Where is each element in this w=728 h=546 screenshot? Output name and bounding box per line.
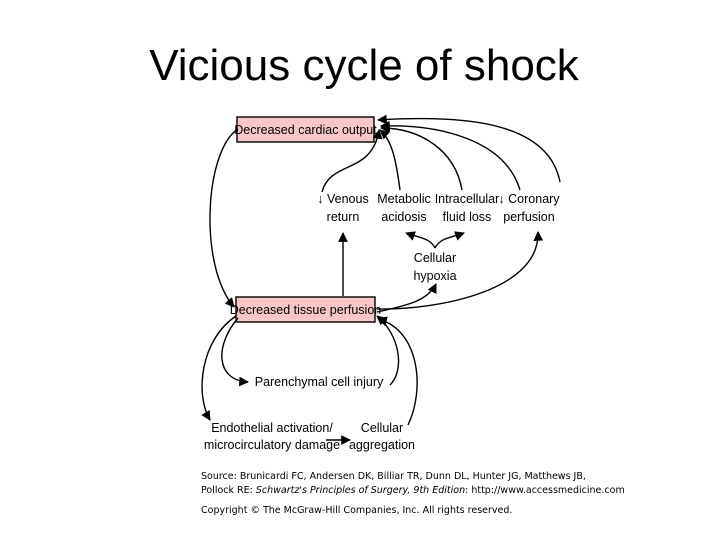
node-label-line2: hypoxia (413, 269, 456, 283)
node-label-line2: return (327, 210, 360, 224)
node-parenchymal-cell-injury: Parenchymal cell injury (255, 375, 384, 389)
arrow-acidosis-to-cardiac (379, 129, 401, 191)
source-book-title: Schwartz's Principles of Surgery, 9th Ed… (255, 485, 466, 496)
node-metabolic-acidosis: Metabolic acidosis (377, 192, 431, 224)
node-label-line2: aggregation (349, 438, 415, 452)
node-label: Decreased tissue perfusion (230, 303, 382, 317)
arrow-fluidloss-to-cardiac (380, 123, 463, 191)
node-cellular-hypoxia: Cellular hypoxia (413, 251, 456, 283)
node-label-line1: ↓ Coronary (498, 192, 560, 206)
arrow-tissue-to-coronary (376, 231, 544, 310)
node-label-line1: Endothelial activation/ (211, 421, 333, 435)
node-intracellular-fluid-loss: Intracellular fluid loss (435, 192, 500, 224)
slide-title: Vicious cycle of shock (149, 41, 579, 90)
arrow-tissue-to-hypoxia (376, 283, 437, 313)
node-coronary-perfusion: ↓ Coronary perfusion (498, 192, 560, 224)
node-label-line1: ↓ Venous (317, 192, 368, 206)
node-label-line1: Intracellular (435, 192, 500, 206)
node-endothelial-activation: Endothelial activation/ microcirculatory… (204, 421, 340, 452)
source-url: : http://www.accessmedicine.com (465, 485, 625, 496)
source-prefix: Pollock RE: (201, 485, 256, 496)
source-line-1: Source: Brunicardi FC, Andersen DK, Bill… (201, 471, 586, 482)
node-label-line2: perfusion (503, 210, 554, 224)
arrow-aggregation-to-tissue (377, 316, 418, 426)
arrow-coronary-to-cardiac (380, 120, 521, 191)
copyright-line: Copyright © The McGraw-Hill Companies, I… (201, 505, 513, 516)
arrow-cardiac-outer-loop (377, 114, 561, 183)
arrow-venous-to-cardiac (321, 129, 383, 193)
source-line-2: Pollock RE: Schwartz's Principles of Sur… (201, 484, 625, 498)
node-venous-return: ↓ Venous return (317, 192, 368, 224)
node-label-line2: fluid loss (443, 210, 492, 224)
arrow-tissue-to-endothelial (201, 315, 237, 421)
node-label: Decreased cardiac output (234, 123, 377, 137)
node-label-line1: Cellular (414, 251, 456, 265)
node-decreased-tissue-perfusion: Decreased tissue perfusion (230, 296, 382, 323)
node-label-line1: Cellular (361, 421, 403, 435)
node-decreased-cardiac-output: Decreased cardiac output (234, 116, 377, 143)
node-label-line2: acidosis (381, 210, 426, 224)
node-label-line1: Metabolic (377, 192, 431, 206)
node-label: Parenchymal cell injury (255, 375, 384, 389)
node-label-line2: microcirculatory damage (204, 438, 340, 452)
node-cellular-aggregation: Cellular aggregation (349, 421, 415, 452)
arrow-tissue-to-parenchymal (221, 317, 249, 387)
arrow-hypoxia-to-acidosis (405, 231, 436, 249)
arrow-hypoxia-to-fluidloss (434, 231, 465, 249)
arrow-cardiac-to-tissue (209, 128, 239, 308)
